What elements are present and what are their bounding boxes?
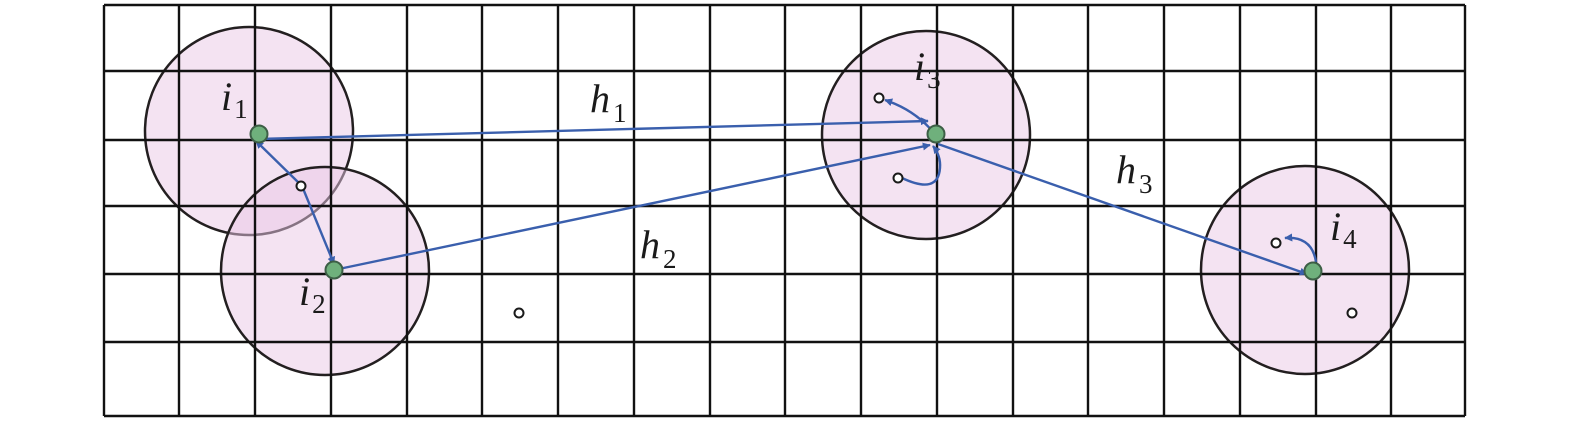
small-node: [513, 307, 525, 319]
main-nodes: [249, 124, 1323, 281]
coverage-circle-i3: [820, 29, 1032, 241]
small-node: [892, 172, 904, 184]
node-i1: [249, 124, 269, 144]
arrow-h1: [258, 117, 929, 141]
arrow-i2-to-i1: [255, 140, 303, 187]
coverage-circles: [143, 25, 1411, 377]
arrow-i4-loop: [1284, 233, 1318, 263]
label-i1: i1: [221, 74, 248, 124]
small-node: [873, 92, 885, 104]
arrow-h2: [333, 142, 931, 272]
node-i3: [926, 124, 946, 144]
node-i2: [324, 260, 344, 280]
arrow-to-i2: [300, 185, 336, 265]
arrows: [255, 98, 1318, 276]
label-i3: i3: [914, 44, 941, 94]
small-node: [295, 180, 307, 192]
label-i4: i4: [1330, 204, 1357, 254]
arrow-i3-loop-lower: [901, 145, 942, 186]
arrow-h3: [937, 142, 1308, 276]
node-i4: [1303, 261, 1323, 281]
small-node: [1270, 237, 1282, 249]
small-node: [1346, 307, 1358, 319]
label-i2: i2: [299, 269, 326, 319]
small-nodes: [295, 92, 1358, 319]
grid: [102, 3, 1467, 418]
